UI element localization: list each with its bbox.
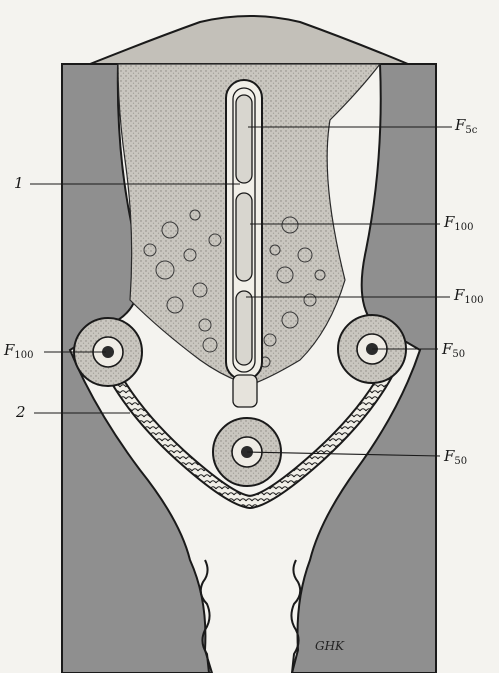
label-2: 2 xyxy=(16,403,26,421)
left-cylinder xyxy=(73,317,143,387)
right-wall xyxy=(290,63,437,673)
label-f100-b: F100 xyxy=(454,286,484,306)
label-f50-top: F5c xyxy=(455,116,478,136)
lower-left-edge xyxy=(199,559,211,673)
label-f100-a: F100 xyxy=(444,213,474,233)
tissue-swirls xyxy=(143,209,326,368)
label-f100-left: F100 xyxy=(4,341,34,361)
artist-monogram: GHK xyxy=(315,639,345,653)
left-wall xyxy=(61,63,214,673)
uterine-tube xyxy=(225,79,263,408)
label-1: 1 xyxy=(14,174,24,192)
lower-right-edge xyxy=(290,559,302,673)
uterine-fundus xyxy=(89,15,409,65)
label-f50-bottom: F50 xyxy=(444,447,468,467)
leader-lines xyxy=(30,126,452,457)
label-f50-right: F50 xyxy=(442,340,466,360)
